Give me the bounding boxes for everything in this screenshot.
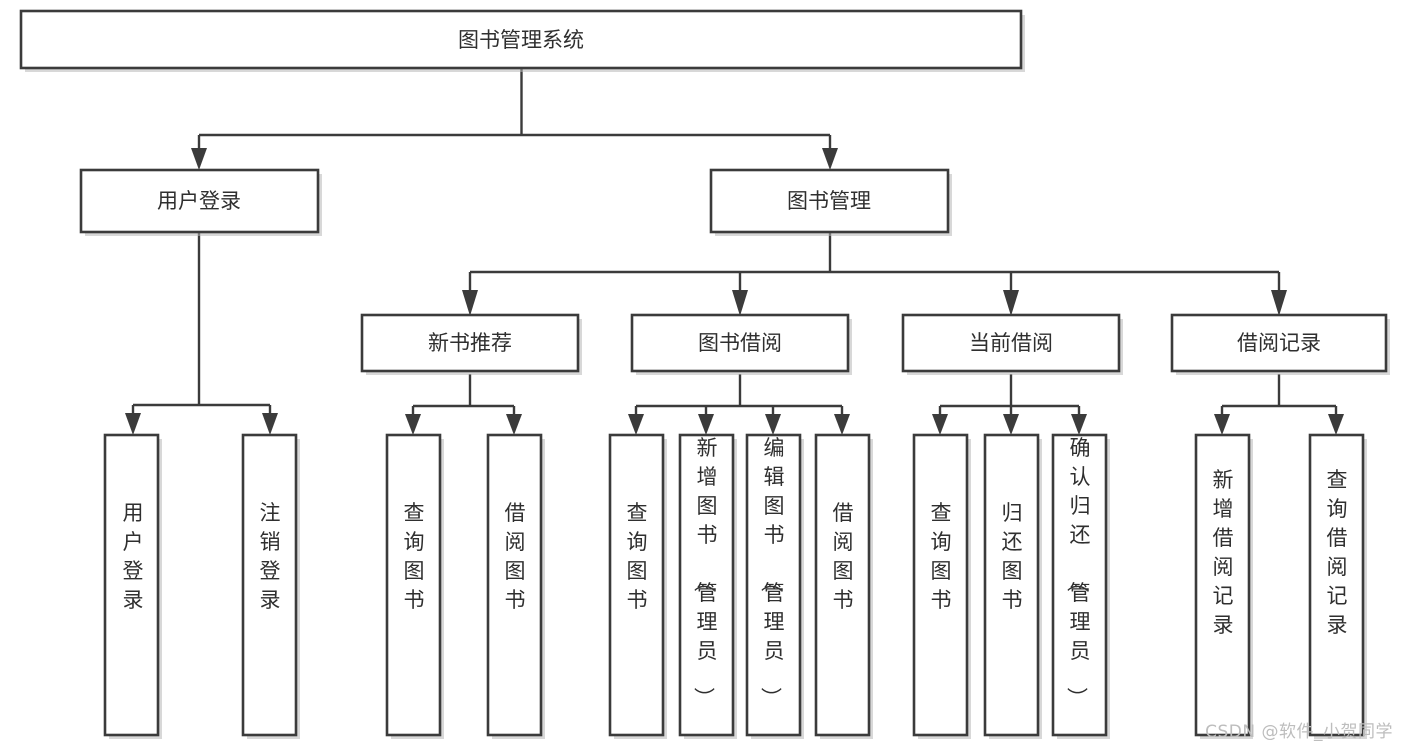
- node-leaf-confirm-return[interactable]: 确认归还（管理员）: [1051, 433, 1110, 739]
- node-user-login-label: 用户登录: [157, 189, 241, 213]
- node-leaf-user-login-box[interactable]: [103, 433, 160, 737]
- node-leaf-add-book-label: 新增图书（管理员）: [692, 436, 718, 708]
- node-current-borrow-label: 当前借阅: [969, 331, 1053, 355]
- node-borrow-record[interactable]: 借阅记录: [1170, 313, 1390, 375]
- arrow-head-leaf-query-book-2: [628, 414, 644, 435]
- arrow-head-leaf-borrow-book-1: [506, 414, 522, 435]
- arrow-head-leaf-edit-book: [765, 414, 781, 435]
- node-new-book-recommend-label: 新书推荐: [428, 331, 512, 355]
- node-root-box[interactable]: [19, 9, 1023, 70]
- node-leaf-edit-book-label: 编辑图书（管理员）: [759, 436, 785, 708]
- node-leaf-add-record-label: 新增借阅记录: [1213, 468, 1234, 637]
- node-leaf-query-book-3-label: 查询图书: [931, 501, 952, 612]
- arrow-head-new-book-recommend: [462, 290, 478, 316]
- node-leaf-query-book-1-label: 查询图书: [404, 501, 425, 612]
- node-leaf-user-login-label: 用户登录: [123, 501, 144, 612]
- node-user-login[interactable]: 用户登录: [79, 168, 322, 236]
- arrow-head-leaf-add-record: [1214, 414, 1230, 435]
- arrow-head-leaf-logout: [262, 413, 278, 435]
- node-borrow-record-label: 借阅记录: [1237, 331, 1321, 355]
- arrow-head-user-login: [191, 148, 207, 170]
- arrow-head-book-borrow: [732, 290, 748, 316]
- arrow-head-leaf-return-book: [1003, 414, 1019, 435]
- node-leaf-return-book-box[interactable]: [983, 433, 1040, 737]
- node-leaf-query-record-box[interactable]: [1308, 433, 1365, 737]
- node-book-borrow-label: 图书借阅: [698, 331, 782, 355]
- node-borrow-record-box[interactable]: [1170, 313, 1388, 373]
- node-leaf-return-book-label: 归还图书: [1002, 501, 1023, 612]
- arrow-head-leaf-add-book: [698, 414, 714, 435]
- connector-layer: [125, 68, 1344, 435]
- node-leaf-query-book-2-box[interactable]: [608, 433, 665, 737]
- node-root-label: 图书管理系统: [458, 28, 584, 52]
- node-leaf-user-login[interactable]: 用户登录: [103, 433, 162, 739]
- node-user-login-box[interactable]: [79, 168, 320, 234]
- node-leaf-confirm-return-box[interactable]: [1051, 433, 1108, 737]
- node-leaf-edit-book[interactable]: 编辑图书（管理员）: [745, 433, 804, 739]
- node-leaf-add-record-box[interactable]: [1194, 433, 1251, 737]
- node-book-borrow[interactable]: 图书借阅: [630, 313, 852, 375]
- node-leaf-query-book-3-box[interactable]: [912, 433, 969, 737]
- node-book-borrow-box[interactable]: [630, 313, 850, 373]
- node-leaf-query-book-3[interactable]: 查询图书: [912, 433, 971, 739]
- node-leaf-logout-box[interactable]: [241, 433, 298, 737]
- node-leaf-query-book-2-label: 查询图书: [627, 501, 648, 612]
- node-book-management-label: 图书管理: [787, 189, 871, 213]
- node-current-borrow[interactable]: 当前借阅: [901, 313, 1123, 375]
- node-new-book-recommend[interactable]: 新书推荐: [360, 313, 582, 375]
- node-book-management[interactable]: 图书管理: [709, 168, 952, 236]
- node-leaf-borrow-book-2-box[interactable]: [814, 433, 871, 737]
- node-leaf-query-record-label: 查询借阅记录: [1327, 468, 1348, 637]
- arrow-head-leaf-borrow-book-2: [834, 414, 850, 435]
- node-leaf-logout[interactable]: 注销登录: [241, 433, 300, 739]
- arrow-head-borrow-record: [1271, 290, 1287, 316]
- arrow-head-leaf-query-record: [1328, 414, 1344, 435]
- node-leaf-borrow-book-2-label: 借阅图书: [833, 501, 854, 612]
- node-leaf-borrow-book-1-label: 借阅图书: [505, 501, 526, 612]
- node-root[interactable]: 图书管理系统: [19, 9, 1025, 72]
- arrow-head-current-borrow: [1003, 290, 1019, 316]
- arrow-head-leaf-query-book-3: [932, 414, 948, 435]
- node-leaf-borrow-book-1-box[interactable]: [486, 433, 543, 737]
- node-leaf-add-book[interactable]: 新增图书（管理员）: [678, 433, 737, 739]
- arrow-head-book-management: [822, 148, 838, 170]
- arrow-head-leaf-confirm-return: [1071, 414, 1087, 435]
- node-leaf-add-record[interactable]: 新增借阅记录: [1194, 433, 1253, 739]
- arrow-head-leaf-query-book-1: [405, 414, 421, 435]
- node-leaf-confirm-return-label: 确认归还（管理员）: [1065, 436, 1091, 708]
- node-leaf-logout-label: 注销登录: [260, 501, 281, 612]
- node-new-book-recommend-box[interactable]: [360, 313, 580, 373]
- node-leaf-return-book[interactable]: 归还图书: [983, 433, 1042, 739]
- node-leaf-edit-book-box[interactable]: [745, 433, 802, 737]
- watermark: CSDN @软件_小贺同学: [1205, 722, 1393, 742]
- node-leaf-borrow-book-2[interactable]: 借阅图书: [814, 433, 873, 739]
- node-leaf-borrow-book-1[interactable]: 借阅图书: [486, 433, 545, 739]
- node-leaf-query-record[interactable]: 查询借阅记录: [1308, 433, 1367, 739]
- node-leaf-query-book-1-box[interactable]: [385, 433, 442, 737]
- node-leaf-query-book-2[interactable]: 查询图书: [608, 433, 667, 739]
- node-book-management-box[interactable]: [709, 168, 950, 234]
- node-leaf-add-book-box[interactable]: [678, 433, 735, 737]
- node-leaf-query-book-1[interactable]: 查询图书: [385, 433, 444, 739]
- node-current-borrow-box[interactable]: [901, 313, 1121, 373]
- arrow-head-leaf-user-login: [125, 413, 141, 435]
